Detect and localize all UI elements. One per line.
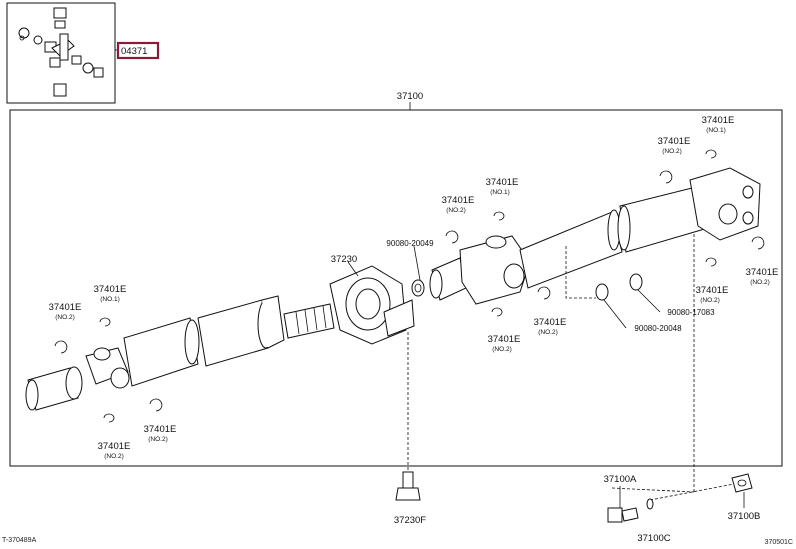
- footer-right-code: 370501C: [765, 539, 793, 546]
- washer-37100c: [646, 498, 654, 510]
- e-callout-sub: (NO.2): [55, 314, 75, 321]
- label-90080-20048[interactable]: 90080-20048: [634, 324, 682, 333]
- washer-90080-20049: [411, 279, 425, 297]
- e-callout-label: 37401E: [702, 115, 735, 126]
- e-callout-sub: (NO.2): [148, 436, 168, 443]
- label-90080-17083[interactable]: 90080-17083: [667, 308, 715, 317]
- washer-90080-20048: [595, 283, 609, 301]
- e-callout-1[interactable]: 37401E (NO.1): [94, 284, 127, 303]
- e-callout-sub: (NO.1): [490, 189, 510, 196]
- label-90080-20049[interactable]: 90080-20049: [386, 239, 434, 248]
- leader-lines: [347, 245, 745, 508]
- e-callout-label: 37401E: [658, 136, 691, 147]
- e-callout-sub: (NO.1): [706, 127, 726, 134]
- e-callout-label: 37401E: [49, 302, 82, 313]
- e-callout-label: 37401E: [98, 441, 131, 452]
- snap-rings: [54, 149, 765, 423]
- assembly-number[interactable]: 37100: [397, 91, 423, 102]
- e-callout-11[interactable]: 37401E (NO.2): [696, 285, 729, 304]
- e-callout-label: 37401E: [488, 334, 521, 345]
- bolt-37230f: [395, 471, 421, 501]
- e-callout-sub: (NO.2): [104, 453, 124, 460]
- label-37100a[interactable]: 37100A: [604, 474, 637, 485]
- label-37230[interactable]: 37230: [331, 254, 357, 265]
- label-37100b[interactable]: 37100B: [728, 511, 761, 522]
- e-callout-2[interactable]: 37401E (NO.2): [49, 302, 82, 321]
- rear-shaft-drawing: [429, 167, 761, 305]
- washer-90080-17083: [629, 273, 643, 291]
- inset-highlight-box: [116, 41, 160, 60]
- e-callout-label: 37401E: [94, 284, 127, 295]
- bolt-37100a: [607, 507, 639, 523]
- e-callout-sub: (NO.2): [446, 207, 466, 214]
- e-callout-sub: (NO.2): [750, 279, 770, 286]
- e-callout-8[interactable]: 37401E (NO.2): [534, 317, 567, 336]
- e-callout-sub: (NO.2): [662, 148, 682, 155]
- inset-part-number[interactable]: 04371: [121, 46, 147, 57]
- e-callout-sub: (NO.2): [700, 297, 720, 304]
- label-37100c[interactable]: 37100C: [637, 533, 670, 544]
- nut-37100b: [731, 473, 753, 493]
- e-callout-10[interactable]: 37401E (NO.2): [658, 136, 691, 155]
- e-callout-label: 37401E: [696, 285, 729, 296]
- e-callout-sub: (NO.1): [100, 296, 120, 303]
- label-37230f[interactable]: 37230F: [394, 515, 426, 526]
- inset-universal-joint-kit: 04371: [6, 2, 160, 104]
- front-shaft-drawing: [25, 295, 335, 411]
- e-callout-label: 37401E: [144, 424, 177, 435]
- e-callout-label: 37401E: [486, 177, 519, 188]
- inset-spider-drawing: [18, 7, 104, 97]
- e-callout-6[interactable]: 37401E (NO.2): [442, 195, 475, 214]
- e-callout-label: 37401E: [534, 317, 567, 328]
- e-callout-9[interactable]: 37401E (NO.1): [702, 115, 735, 134]
- e-callout-sub: (NO.2): [538, 329, 558, 336]
- e-callout-12[interactable]: 37401E (NO.2): [746, 267, 779, 286]
- e-callout-4[interactable]: 37401E (NO.2): [144, 424, 177, 443]
- e-callout-5[interactable]: 37401E (NO.1): [486, 177, 519, 196]
- footer-left-code: T-370489A: [2, 537, 37, 544]
- e-callout-3[interactable]: 37401E (NO.2): [98, 441, 131, 460]
- e-callout-label: 37401E: [442, 195, 475, 206]
- assembly-frame: [9, 109, 783, 467]
- e-callout-7[interactable]: 37401E (NO.2): [488, 334, 521, 353]
- e-callout-sub: (NO.2): [492, 346, 512, 353]
- e-callout-label: 37401E: [746, 267, 779, 278]
- center-bearing-drawing: [329, 265, 415, 345]
- dashed-leaders: [407, 234, 735, 501]
